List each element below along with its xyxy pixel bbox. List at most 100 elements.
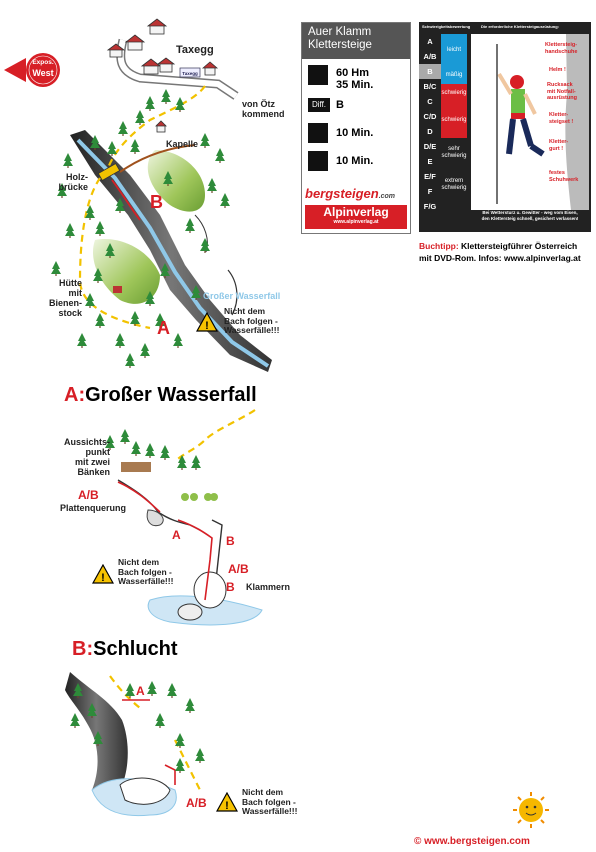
stream <box>76 138 270 368</box>
label-aussicht: Aussichts- punkt mit zwei Bänken <box>63 437 110 477</box>
compass-icon <box>4 53 60 87</box>
scale-footer-note: Bei Wettersturz u. Gewitter - weg vom Ei… <box>481 210 579 221</box>
info-title: Auer Klamm Klettersteige <box>302 23 410 59</box>
route-ab-label-b: A/B <box>186 796 207 810</box>
grade-c: C <box>427 97 433 106</box>
bergsteigen-logo-com: .com <box>378 193 396 200</box>
grade-f: F <box>427 187 433 196</box>
section-a-heading: A:Großer Wasserfall <box>64 384 257 407</box>
route-b-label-a2: B <box>226 580 235 594</box>
footer-copyright: © www.bergsteigen.com <box>414 836 530 847</box>
svg-text:!: ! <box>225 800 229 812</box>
scale-header-right: Die erforderliche Klettersteigausrüstung… <box>481 24 560 29</box>
route-a-label-a: A <box>172 528 181 542</box>
gear-gurt: Kletter- gurt ! <box>549 139 569 152</box>
section-a-illustration <box>105 429 263 626</box>
info-ascent: 60 Hm 35 Min. <box>336 67 374 91</box>
route-info-box: Auer Klamm Klettersteige 60 Hm 35 Min. D… <box>301 22 411 234</box>
label-platten: Plattenquerung <box>60 503 127 513</box>
label-wasserfall: Großer Wasserfall <box>203 291 281 301</box>
ascent-icon <box>308 65 328 85</box>
label-holzbruecke: Holz- brücke <box>58 172 88 192</box>
gear-schuhwerk: festes Schuhwerk <box>549 170 579 183</box>
info-time1: 10 Min. <box>336 127 374 139</box>
gear-steigset: Kletter- steigset ! <box>549 112 574 125</box>
village-houses-icon <box>106 18 219 133</box>
label-taxegg-sign: Taxegg <box>182 71 198 76</box>
grade-c-d: C/D <box>423 112 437 121</box>
info-difficulty: B <box>336 99 344 111</box>
grade-f-g: F/G <box>423 202 437 211</box>
route-b-label-map: B <box>150 192 163 212</box>
warning-icon-a: ! <box>92 564 114 584</box>
scale-header-left: Schwierigkeitsbewertung <box>422 24 471 29</box>
compass-label: Expos. West <box>28 58 58 78</box>
buchtipp: Buchtipp: Klettersteigführer Österreich … <box>419 240 594 264</box>
svg-text:!: ! <box>205 320 209 332</box>
sun-logo-icon <box>513 792 549 828</box>
trail-main <box>106 85 206 169</box>
section-b-illustration <box>65 672 205 817</box>
route-b-label-a: B <box>226 534 235 548</box>
route-ab-label-a2: A/B <box>228 562 249 576</box>
trail-a-approach <box>174 409 256 463</box>
warning-icon-b: ! <box>216 792 238 812</box>
compass-line2: West <box>32 68 54 78</box>
route-a-label-map: A <box>157 318 170 338</box>
grade-a: A <box>427 37 433 46</box>
meadow-kapelle <box>147 150 205 212</box>
section-b-heading: B:Schlucht <box>72 638 178 661</box>
taxegg-sign <box>179 67 201 78</box>
label-von-oetz: von Ötz kommend <box>242 99 285 119</box>
warning-icon-map: ! <box>196 312 218 332</box>
section-a-title: Großer Wasserfall <box>85 384 257 406</box>
warning-text-b: Nicht dem Bach folgen - Wasserfälle!!! <box>242 787 298 816</box>
section-a-letter: A: <box>64 384 86 406</box>
label-taxegg: Taxegg <box>176 44 214 56</box>
trail-west <box>78 177 151 330</box>
section-b-title: Schlucht <box>93 638 178 660</box>
warning-text-a: Nicht dem Bach folgen - Wasserfälle!!! <box>118 557 174 586</box>
bergsteigen-logo: bergsteigen.com <box>305 186 407 202</box>
grade-d-e: D/E <box>423 142 437 151</box>
gear-rucksack: Rucksack mit Notfall- ausrüstung <box>547 82 577 101</box>
diff-label: Diff. <box>308 98 330 112</box>
group-sehr-schwierig: sehr schwierig <box>441 146 467 159</box>
label-kapelle: Kapelle <box>166 139 199 149</box>
gear-handschuhe: Klettersteig- handschuhe <box>545 42 578 55</box>
route-b-overview <box>111 179 141 221</box>
group-maessig: mäßig <box>441 66 467 84</box>
buchtipp-label: Buchtipp: <box>419 241 459 251</box>
section-b-letter: B: <box>72 638 94 660</box>
grade-b-c: B/C <box>423 82 437 91</box>
group-leicht: leicht <box>441 34 467 66</box>
climb-time-icon <box>308 123 328 143</box>
buchtipp-text: Klettersteigführer Österreich mit DVD-Ro… <box>419 241 581 263</box>
label-klammern: Klammern <box>246 582 291 592</box>
grade-b: B <box>419 64 441 79</box>
warning-text-map: Nicht dem Bach folgen - Wasserfälle!!! <box>224 306 280 335</box>
grade-e: E <box>427 157 433 166</box>
alpinverlag-logo-text: Alpinverlag <box>323 205 389 219</box>
bridge-icon <box>97 162 121 182</box>
group-extrem-schwierig: extrem schwierig <box>441 178 467 191</box>
kapelle-path <box>119 144 196 173</box>
gear-helm: Helm ! <box>549 67 566 73</box>
grade-d: D <box>427 127 433 136</box>
info-time2: 10 Min. <box>336 155 374 167</box>
route-ab-label-a: A/B <box>78 488 99 502</box>
climber-illustration: Klettersteig- handschuhe Helm ! Rucksack… <box>471 34 589 210</box>
huette-icon <box>113 286 122 293</box>
route-a-label-b: A <box>136 684 145 698</box>
grade-a-b: A/B <box>423 52 437 61</box>
alpinverlag-logo: Alpinverlag www.alpinverlag.at <box>305 205 407 229</box>
alpinverlag-url: www.alpinverlag.at <box>333 219 379 225</box>
descent-time-icon <box>308 151 328 171</box>
bergsteigen-logo-text: bergsteigen <box>305 186 379 201</box>
difficulty-scale-panel: Schwierigkeitsbewertung Die erforderlich… <box>419 22 591 232</box>
group-schwierig-2: schwierig <box>441 102 467 138</box>
compass-line1: Expos. <box>32 59 54 66</box>
label-huette: Hütte mit Bienen- stock <box>48 278 82 318</box>
group-schwierig-1: schwierig <box>441 84 467 102</box>
